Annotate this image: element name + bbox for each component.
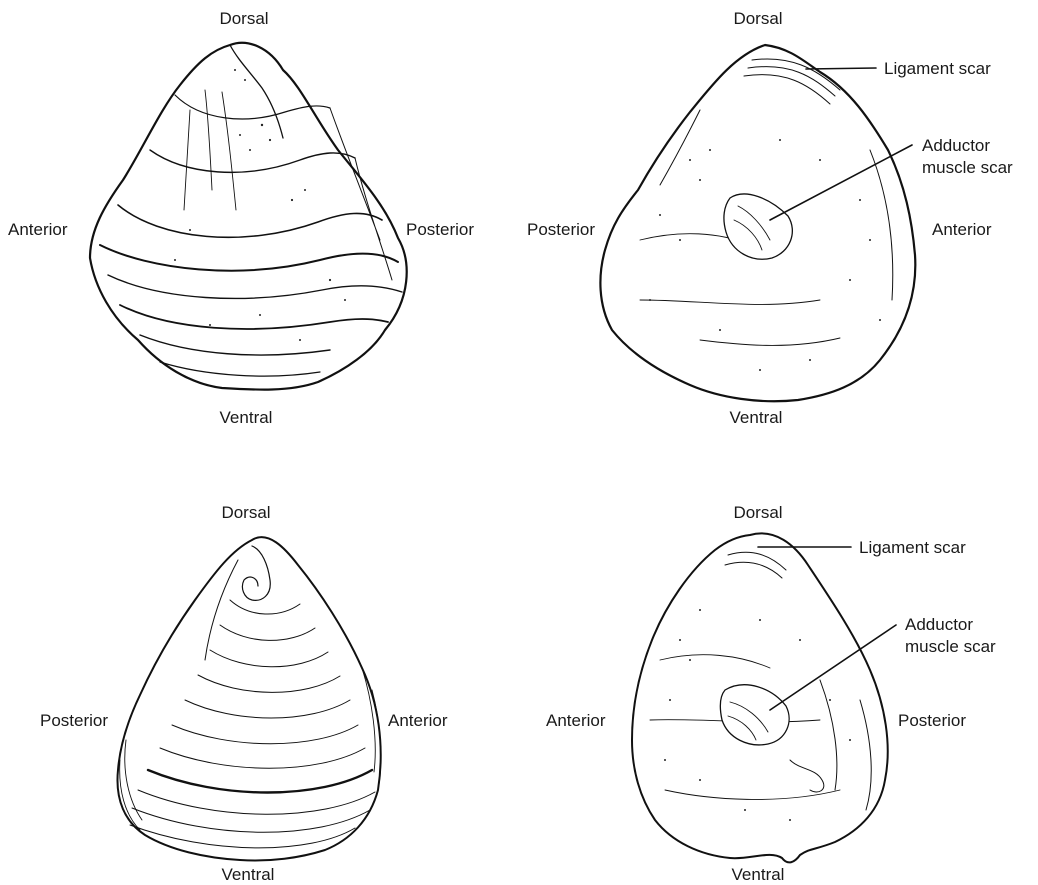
shell-bottom-right-drawing bbox=[632, 533, 888, 862]
shell-top-left-drawing bbox=[90, 43, 407, 390]
label-bottom-left-dorsal: Dorsal bbox=[221, 503, 270, 522]
label-top-right-posterior: Posterior bbox=[527, 220, 595, 239]
label-top-left-dorsal: Dorsal bbox=[219, 9, 268, 28]
label-top-right-dorsal: Dorsal bbox=[733, 9, 782, 28]
shell-bottom-left-drawing bbox=[117, 537, 380, 860]
label-bottom-left-anterior: Anterior bbox=[388, 711, 448, 730]
label-top-left-posterior: Posterior bbox=[406, 220, 474, 239]
callout-bottom-right-adductor-line1: Adductor bbox=[905, 615, 973, 634]
label-top-left-ventral: Ventral bbox=[220, 408, 273, 427]
leader-line-ligament-top-right bbox=[806, 68, 876, 69]
label-bottom-right-anterior: Anterior bbox=[546, 711, 606, 730]
panel-top-left: Dorsal Ventral Anterior Posterior bbox=[8, 9, 474, 427]
panel-bottom-right: Dorsal Ventral Anterior Posterior Ligame… bbox=[546, 503, 996, 884]
callout-bottom-right-ligament-scar: Ligament scar bbox=[859, 538, 966, 557]
label-bottom-right-dorsal: Dorsal bbox=[733, 503, 782, 522]
callout-top-right-ligament-scar: Ligament scar bbox=[884, 59, 991, 78]
label-top-left-anterior: Anterior bbox=[8, 220, 68, 239]
callout-bottom-right-adductor-line2: muscle scar bbox=[905, 637, 996, 656]
label-bottom-left-ventral: Ventral bbox=[222, 865, 275, 884]
shell-top-right-drawing bbox=[600, 45, 915, 401]
label-top-right-ventral: Ventral bbox=[730, 408, 783, 427]
label-bottom-right-ventral: Ventral bbox=[732, 865, 785, 884]
label-top-right-anterior: Anterior bbox=[932, 220, 992, 239]
label-bottom-right-posterior: Posterior bbox=[898, 711, 966, 730]
label-bottom-left-posterior: Posterior bbox=[40, 711, 108, 730]
callout-top-right-adductor-line1: Adductor bbox=[922, 136, 990, 155]
panel-bottom-left: Dorsal Ventral Posterior Anterior bbox=[40, 503, 448, 884]
callout-top-right-adductor-line2: muscle scar bbox=[922, 158, 1013, 177]
panel-top-right: Dorsal Ventral Posterior Anterior Ligame… bbox=[527, 9, 1013, 427]
